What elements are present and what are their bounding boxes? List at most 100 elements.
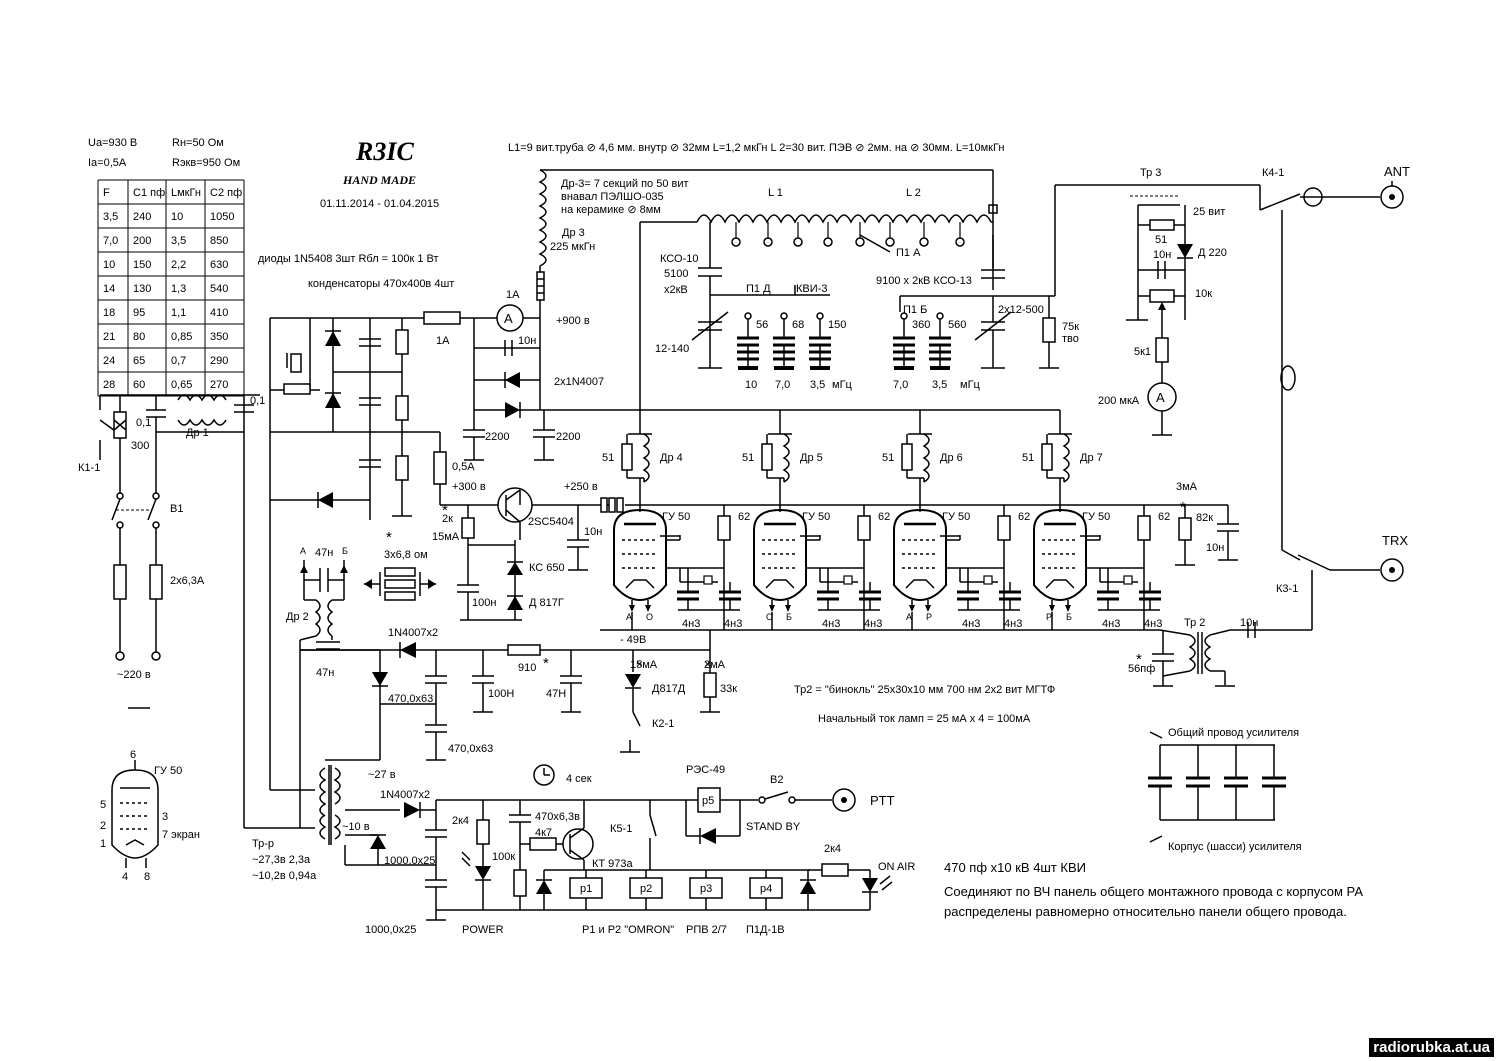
- label-470x63b: 470,0х63: [448, 743, 493, 755]
- anode-resistor-label: 51: [882, 452, 894, 464]
- note-diodes: диоды 1N5408 3шт Rбл = 100к 1 Вт: [258, 253, 439, 265]
- label-01b: 0,1: [250, 395, 265, 407]
- bypass-cap-label: 4н3: [682, 618, 700, 630]
- label-tvo: тво: [1062, 333, 1079, 345]
- label-tr2: Тр 2: [1184, 617, 1205, 629]
- label-chassis: Корпус (шасси) усилителя: [1168, 841, 1302, 853]
- table-cell: 1,1: [171, 307, 186, 319]
- svg-text:*: *: [543, 655, 549, 672]
- svg-text:×: ×: [636, 657, 643, 671]
- note-tr2: Тр2 = "бинокль" 25х30х10 мм 700 нм 2х2 в…: [794, 684, 1055, 696]
- tube-gu50: [753, 508, 807, 602]
- bypass-cap-label: 4н3: [822, 618, 840, 630]
- table-cell: 60: [133, 379, 145, 391]
- band-cap-label: 68: [792, 319, 804, 331]
- screen-supply: 2к 15мА 2SC5404 КС 650 Д 817Г 100н +250 …: [432, 481, 1228, 621]
- label-c9100: 9100 х 2кВ КСО-13: [876, 275, 972, 287]
- gu50-bulb: [111, 769, 159, 859]
- svg-text:*: *: [1136, 651, 1142, 668]
- label-c56pf: 56пф: [1128, 663, 1155, 675]
- table-cell: 850: [210, 235, 228, 247]
- table-cell: 240: [133, 211, 151, 223]
- label-v300: +300 в: [452, 481, 486, 493]
- tube-label: ГУ 50: [942, 511, 970, 523]
- note-coils: L1=9 вит.труба ⊘ 4,6 мм. внутр ⊘ 32мм L=…: [508, 142, 1004, 154]
- label-470x63a: 470,0х63: [388, 693, 433, 705]
- band-cap-label: 56: [756, 319, 768, 331]
- table-cell: 80: [133, 331, 145, 343]
- label-kvi3: КВИ-3: [796, 283, 827, 295]
- label-01a: 0,1: [136, 417, 151, 429]
- label-fuse-2x63: 2х6,3А: [170, 575, 205, 587]
- tube-pin-letter: Б: [1066, 612, 1072, 622]
- label-ks650: КС 650: [529, 562, 565, 574]
- coax-link-ferrite: [1280, 365, 1296, 391]
- table-cell: 540: [210, 283, 228, 295]
- mains-rectifier: 0,5А +300 в 0,1 0,1 300 Др 1 К1-1 В1: [78, 317, 486, 828]
- label-b2: В2: [770, 774, 783, 786]
- param-rekv: Rэкв=950 Ом: [172, 157, 240, 169]
- control-section: ~27 в ~10 в 1N4007х2 1000,0х25 1000,0х25…: [244, 500, 915, 936]
- choke-dr2: [314, 599, 321, 637]
- label-kso10: КСО-10: [660, 253, 698, 265]
- coil-tap: [919, 237, 929, 247]
- label-r51e: 51: [1155, 234, 1167, 246]
- label-p1d1v: П1Д-1В: [746, 924, 785, 936]
- band-cap-label: 150: [828, 319, 846, 331]
- label-res49: РЭС-49: [686, 764, 725, 776]
- output-switching: Тр 3 25 вит 51 Д 220 10н 10к 5к1 A 200 м…: [1098, 164, 1410, 687]
- label-1n4007x2: 1N4007х2: [388, 627, 438, 639]
- label-l2: L 2: [906, 187, 921, 199]
- label-p1b: П1 Б: [903, 304, 927, 316]
- label-2k4a: 2к4: [452, 815, 469, 827]
- date-range: 01.11.2014 - 01.04.2015: [320, 198, 439, 210]
- table-cell: 3,5: [171, 235, 186, 247]
- pin-1: 1: [100, 838, 106, 850]
- relay-label: р2: [640, 883, 652, 895]
- table-cell: 1050: [210, 211, 234, 223]
- subtitle-text: HAND MADE: [342, 173, 416, 187]
- label-fuse-1a: 1A: [436, 335, 450, 347]
- table-cell: 21: [103, 331, 115, 343]
- label-c10n3: 10н: [1153, 249, 1171, 261]
- label-47n-a: 47н: [315, 547, 333, 559]
- bypass-caps-legend: Общий провод усилителя Корпус (шасси) ус…: [944, 727, 1363, 919]
- label-onair: ON AIR: [878, 861, 915, 873]
- coil-tap: [955, 237, 965, 247]
- anode-choke: [1062, 433, 1070, 483]
- grid-resistor-label: 62: [1158, 511, 1170, 523]
- table-cell: 130: [133, 283, 151, 295]
- pin-6: 6: [130, 749, 136, 761]
- label-100h: 100Н: [488, 688, 514, 700]
- svg-text:*: *: [442, 502, 448, 519]
- bypass-cap-label: 4н3: [1004, 618, 1022, 630]
- anode-resistor-label: 51: [742, 452, 754, 464]
- bypass-cap-label: 4н3: [1144, 618, 1162, 630]
- label-f70: 7,0: [775, 379, 790, 391]
- label-1000x25b: 1000,0х25: [365, 924, 416, 936]
- coil-l1-l2: [696, 214, 992, 224]
- tube-pin-letter: О: [646, 612, 653, 622]
- label-standby: STAND BY: [746, 821, 801, 833]
- coil-tap: [855, 237, 865, 247]
- table-cell: 0,85: [171, 331, 192, 343]
- label-p1a: П1 А: [896, 247, 921, 259]
- label-c5100: 5100: [664, 268, 688, 280]
- tube-pin-letter: Р: [1046, 612, 1052, 622]
- choke-dr1: [177, 394, 227, 402]
- table-cell: 3,5: [103, 211, 118, 223]
- label-25turns: 25 вит: [1193, 206, 1225, 218]
- band-cap-label: 560: [948, 319, 966, 331]
- table-cell: 10: [103, 259, 115, 271]
- pin-7: 7 экран: [162, 829, 200, 841]
- label-910: 910: [518, 662, 536, 674]
- table-cell: 95: [133, 307, 145, 319]
- param-ua: Ua=930 В: [88, 137, 137, 149]
- label-k21: К2-1: [652, 718, 674, 730]
- label-2200a: 2200: [485, 431, 509, 443]
- power-transformer: [319, 767, 327, 817]
- anode-choke: [642, 433, 650, 483]
- anode-choke: [922, 433, 930, 483]
- tube-pin-letter: Б: [786, 612, 792, 622]
